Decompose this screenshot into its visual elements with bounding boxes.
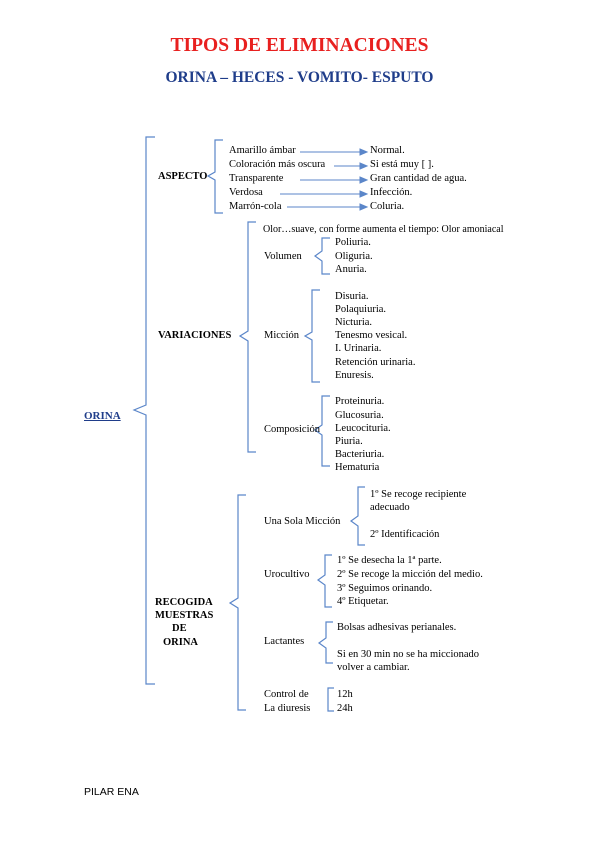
miccion-label: Micción	[264, 330, 299, 341]
composicion-item-3: Piuria.	[335, 436, 363, 447]
miccion-item-2: Nicturia.	[335, 317, 373, 328]
composicion-item-2: Leucocituria.	[335, 423, 391, 434]
aspecto-right-1: Si está muy [ ].	[370, 159, 434, 170]
aspecto-right-3: Infección.	[370, 187, 413, 198]
miccion-item-1: Polaquiuria.	[335, 304, 387, 315]
una-sola-item1-line0: 1º Se recoge recipiente	[370, 489, 467, 500]
volumen-item-0: Poliuria.	[335, 237, 371, 248]
miccion-item-3: Tenesmo vesical.	[335, 330, 408, 341]
volumen-brace	[313, 237, 330, 275]
lactantes-brace	[317, 621, 333, 664]
composicion-item-5: Hematuria	[335, 462, 380, 473]
composicion-item-0: Proteinuria.	[335, 396, 385, 407]
lactantes-item2-line0: Si en 30 min no se ha miccionado	[337, 649, 480, 660]
volumen-label: Volumen	[264, 251, 302, 262]
recogida-brace	[228, 494, 246, 711]
lactantes-item2-line1: volver a cambiar.	[337, 662, 410, 673]
miccion-item-4: I. Urinaria.	[335, 343, 382, 354]
recogida-label-0: RECOGIDA	[155, 597, 213, 608]
aspecto-left-3: Verdosa	[229, 187, 263, 198]
volumen-item-1: Oliguria.	[335, 251, 373, 262]
urocultivo-brace	[316, 554, 332, 608]
variaciones-label: VARIACIONES	[158, 330, 232, 341]
recogida-label-3: ORINA	[163, 637, 199, 648]
aspecto-label: ASPECTO	[158, 171, 208, 182]
miccion-item-0: Disuria.	[335, 291, 369, 302]
recogida-label-2: DE	[172, 623, 187, 634]
lactantes-label: Lactantes	[264, 636, 305, 647]
composicion-item-4: Bacteriuria.	[335, 449, 385, 460]
control-label-0: Control de	[264, 689, 309, 700]
miccion-brace	[303, 289, 320, 383]
urocultivo-item-0: 1º Se desecha la 1ª parte.	[337, 555, 442, 566]
control-item-0: 12h	[337, 689, 353, 700]
miccion-item-6: Enuresis.	[335, 370, 374, 381]
miccion-item-5: Retención urinaria.	[335, 357, 416, 368]
page-title: TIPOS DE ELIMINACIONES	[170, 35, 429, 56]
aspecto-left-1: Coloración más oscura	[229, 159, 326, 170]
urocultivo-item-2: 3º Seguimos orinando.	[337, 583, 433, 594]
aspecto-brace	[206, 139, 223, 214]
urocultivo-item-1: 2º Se recoge la micción del medio.	[337, 569, 483, 580]
variaciones-brace	[238, 221, 256, 453]
aspecto-right-0: Normal.	[370, 145, 405, 156]
una-sola-label: Una Sola Micción	[264, 516, 341, 527]
lactantes-item1: Bolsas adhesivas perianales.	[337, 622, 457, 633]
main-brace	[132, 136, 155, 685]
recogida-label-1: MUESTRAS	[155, 610, 214, 621]
una-sola-item1-line1: adecuado	[370, 502, 410, 513]
composicion-brace	[313, 395, 330, 467]
control-label-1: La diuresis	[264, 703, 311, 714]
root-orina: ORINA	[84, 410, 121, 422]
composicion-item-1: Glucosuria.	[335, 410, 384, 421]
una-sola-item2: 2º Identificación	[370, 529, 440, 540]
control-item-1: 24h	[337, 703, 353, 714]
aspecto-left-2: Transparente	[229, 173, 284, 184]
urocultivo-item-3: 4º Etiquetar.	[337, 596, 389, 607]
composicion-label: Composición	[264, 424, 321, 435]
volumen-item-2: Anuria.	[335, 264, 367, 275]
aspecto-left-4: Marrón-cola	[229, 201, 282, 212]
olor-text: Olor…suave, con forme aumenta el tiempo:…	[263, 224, 504, 235]
una-sola-brace	[349, 486, 365, 546]
control-brace	[327, 687, 334, 712]
aspecto-right-4: Coluria.	[370, 201, 405, 212]
page-subtitle: ORINA – HECES - VOMITO- ESPUTO	[165, 69, 434, 86]
aspecto-left-0: Amarillo ámbar	[229, 145, 296, 156]
aspecto-right-2: Gran cantidad de agua.	[370, 173, 467, 184]
urocultivo-label: Urocultivo	[264, 569, 310, 580]
footer-author: PILAR ENA	[84, 786, 139, 798]
